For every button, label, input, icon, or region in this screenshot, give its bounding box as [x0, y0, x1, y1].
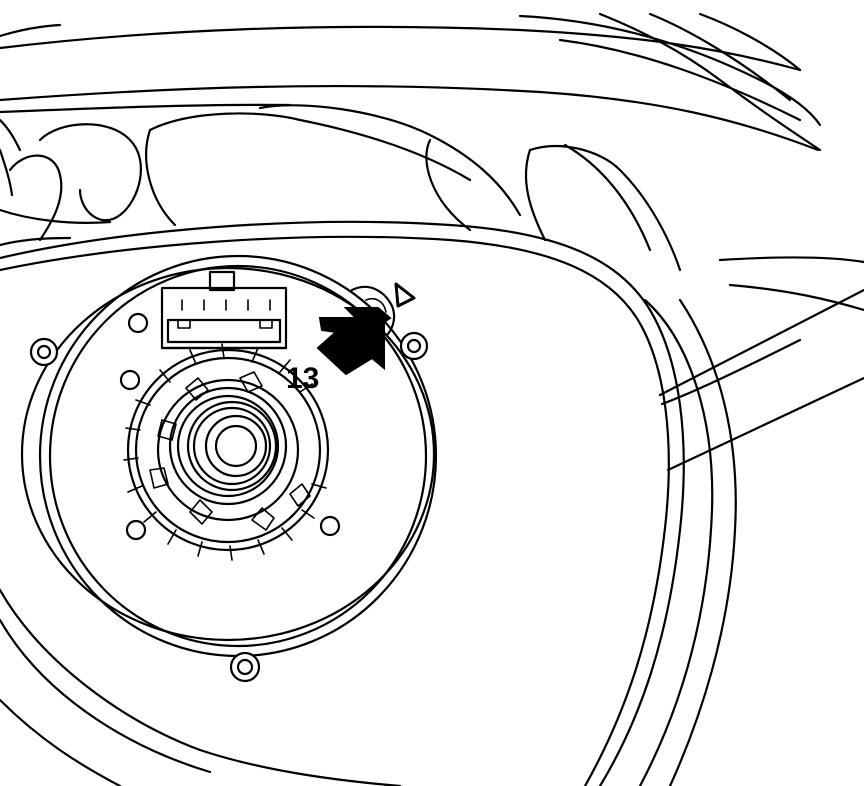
- mount-hole: [127, 312, 149, 334]
- mounting-ear-left: [29, 337, 59, 367]
- mount-hole: [119, 369, 141, 391]
- housing-body: [0, 220, 864, 786]
- mounting-ear-right: [399, 331, 429, 361]
- callout-number: 13: [286, 362, 319, 395]
- alignment-mark-icon: [394, 282, 416, 308]
- electrical-connector: [160, 270, 288, 350]
- mounting-ear-bottom: [229, 651, 261, 683]
- clockspring-plate: [20, 254, 438, 683]
- mount-hole: [319, 515, 341, 537]
- callout-13: 13: [286, 307, 392, 395]
- steering-shaft-hub: [123, 343, 330, 561]
- steering-wheel-rim: [0, 12, 822, 272]
- direction-arrow-icon: [316, 307, 392, 376]
- lever-stalk: [658, 288, 864, 472]
- mount-hole: [125, 519, 147, 541]
